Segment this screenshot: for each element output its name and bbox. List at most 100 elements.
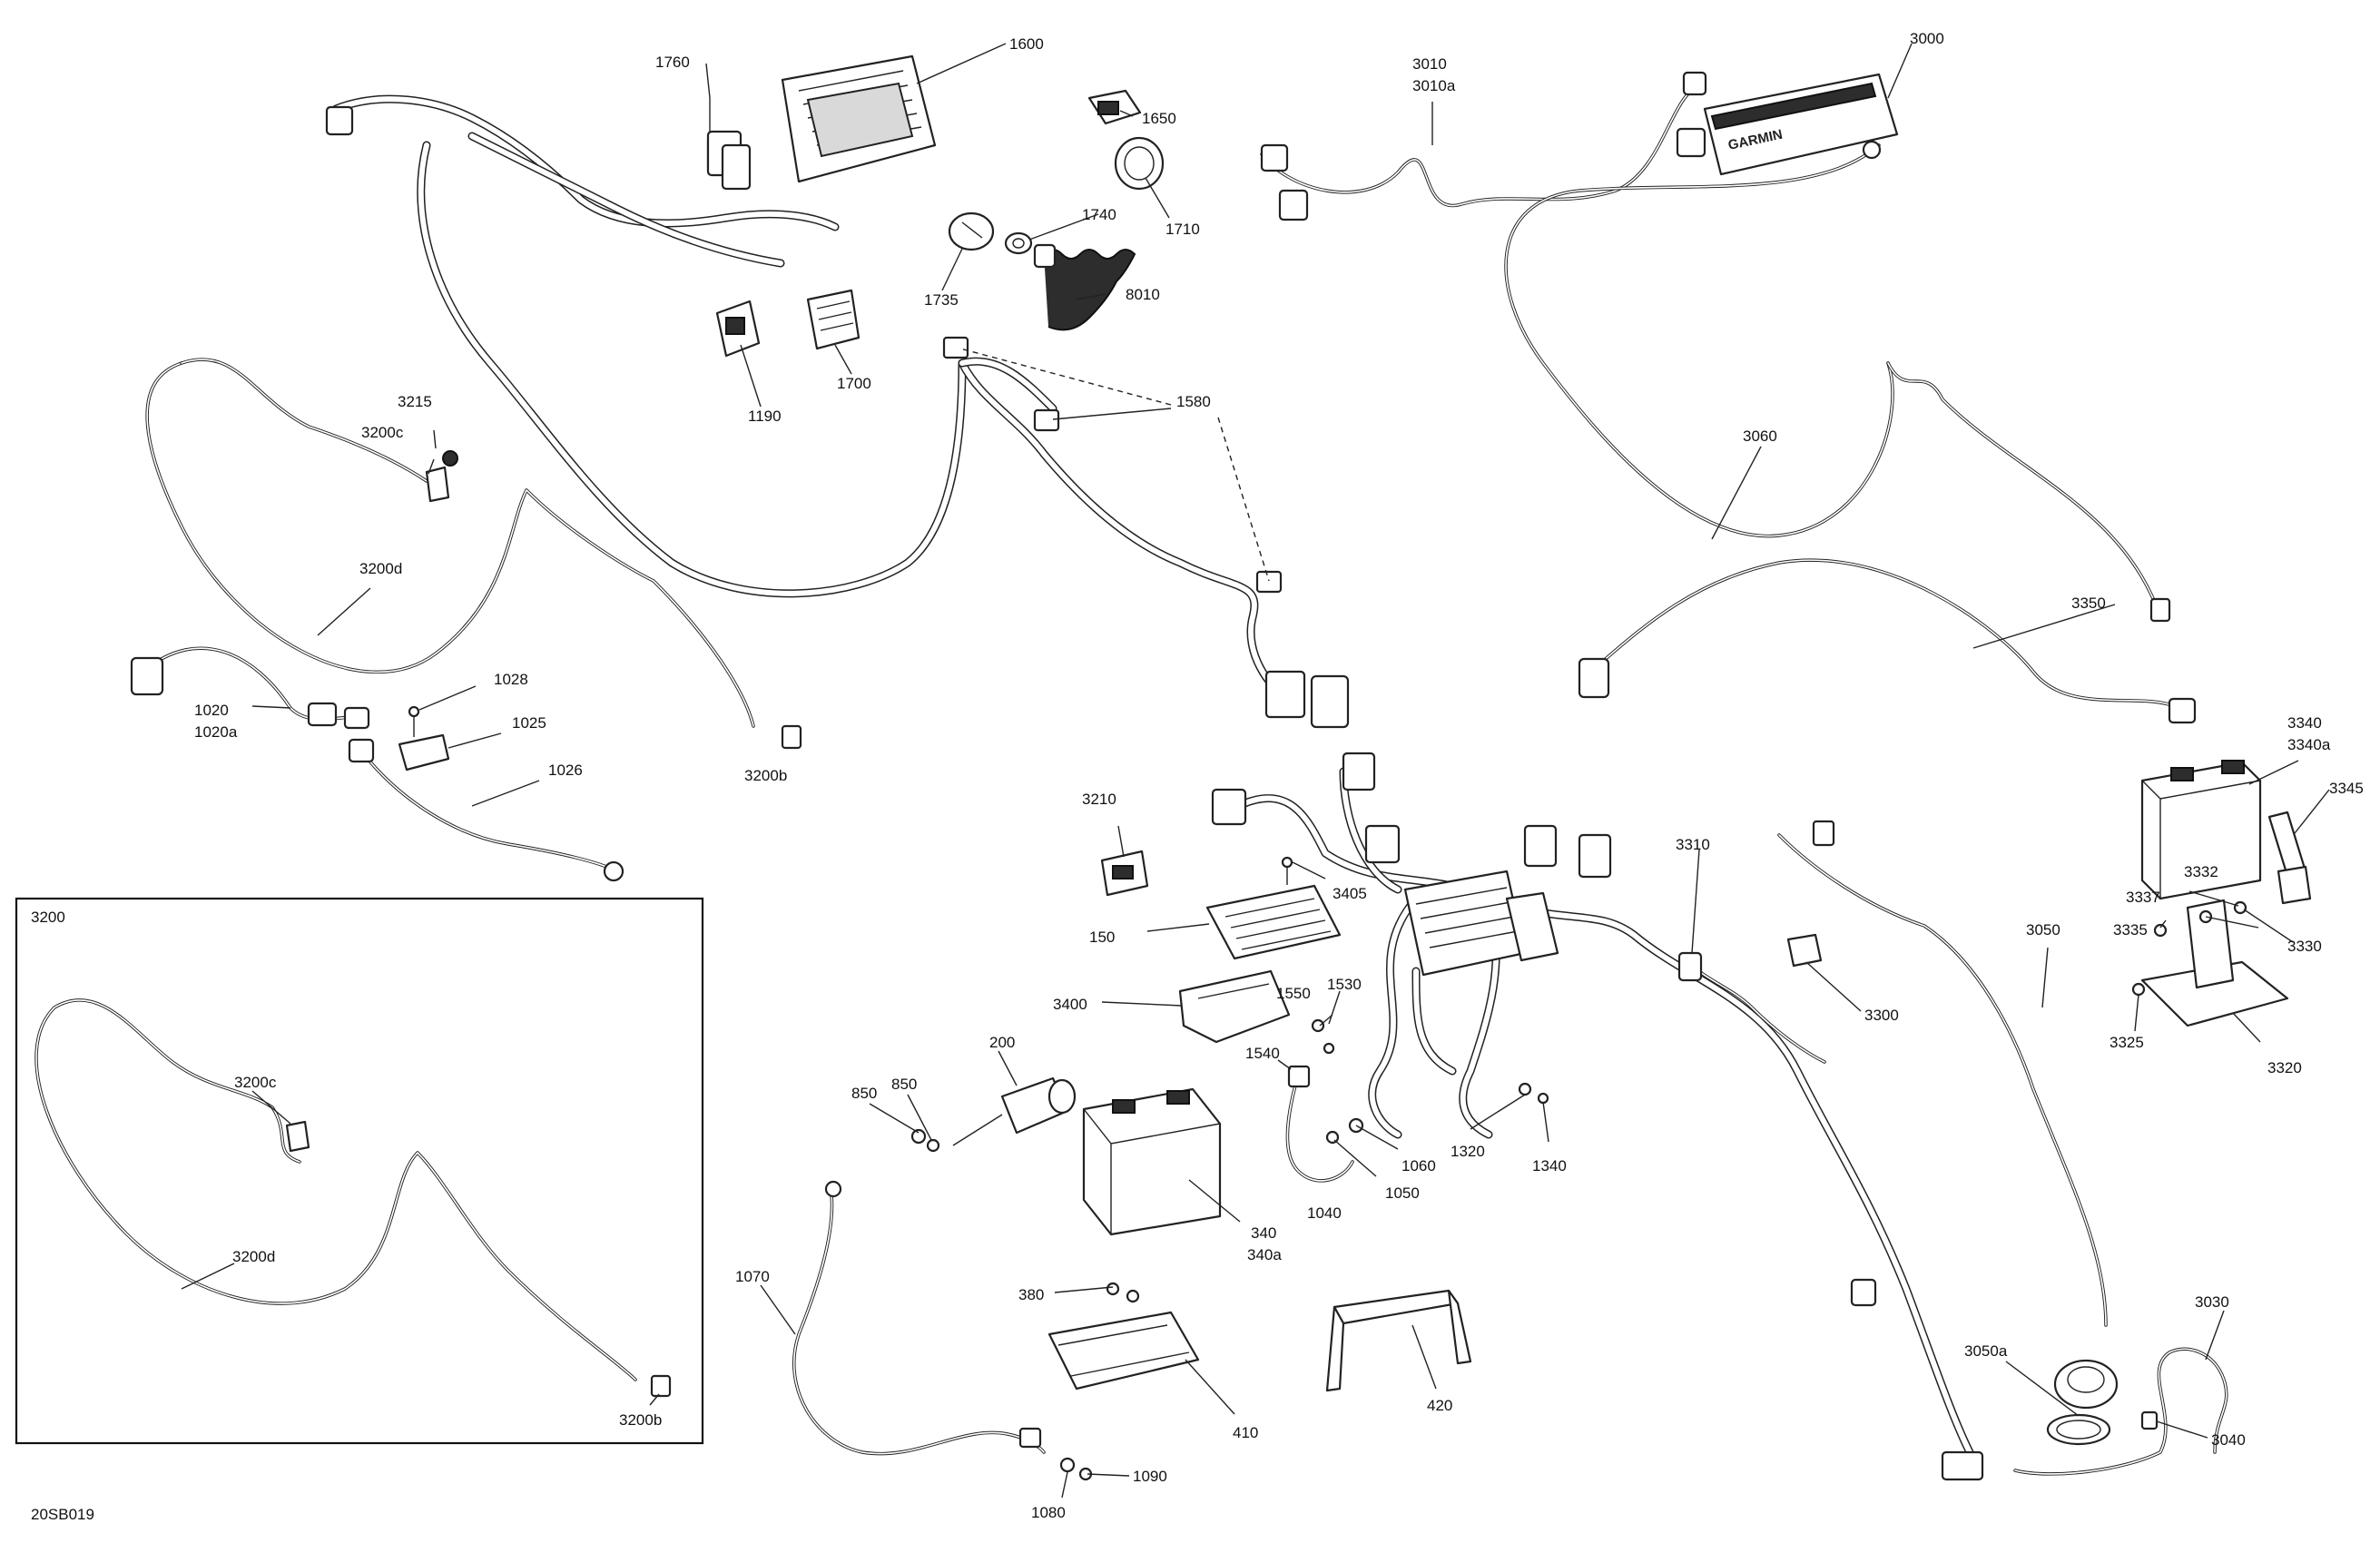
callout-3330: 3330 (2287, 938, 2322, 955)
callout-1710: 1710 (1165, 221, 1200, 238)
callout-1050: 1050 (1385, 1184, 1420, 1202)
callout-3350: 3350 (2071, 595, 2106, 612)
battery-3340 (2140, 760, 2262, 900)
callout-1700: 1700 (837, 375, 871, 392)
starter-solenoid-200 (952, 1076, 1077, 1146)
switch-1190 (715, 300, 761, 358)
callout-3215: 3215 (398, 393, 432, 410)
cable-3030 (2013, 1347, 2228, 1476)
callout-1028: 1028 (494, 671, 528, 688)
drawing-code: 20SB019 (31, 1506, 94, 1523)
relay-3300 (1786, 933, 1823, 968)
callout-3325: 3325 (2110, 1034, 2144, 1051)
callout-3340a: 3340a (2287, 736, 2331, 753)
callout-3200b: 3200b (744, 767, 787, 784)
fasteners-1530-1550 (1311, 1018, 1335, 1055)
connector-3210 (1100, 850, 1149, 897)
harness-1020 (130, 646, 370, 730)
callout-1760: 1760 (655, 54, 690, 71)
callout-3060: 3060 (1743, 428, 1777, 445)
callout-850-b: 850 (891, 1076, 917, 1093)
inset-title: 3200 (31, 909, 65, 926)
connector-1760 (709, 98, 752, 191)
callout-340a: 340a (1247, 1246, 1282, 1263)
callout-1740: 1740 (1082, 206, 1116, 223)
callout-3200d: 3200d (359, 560, 402, 577)
callout-420: 420 (1427, 1397, 1452, 1414)
callout-3010a: 3010a (1412, 77, 1456, 94)
callout-3310: 3310 (1676, 836, 1710, 853)
callout-1070: 1070 (735, 1268, 770, 1285)
gps-harness-3010 (1260, 71, 1707, 221)
harness-3310 (1677, 951, 1826, 1064)
callout-3010: 3010 (1412, 55, 1447, 73)
callout-1020: 1020 (194, 702, 229, 719)
inset-callout-3200c: 3200c (234, 1074, 277, 1091)
callout-150: 150 (1089, 929, 1115, 946)
upper-main-harness (325, 94, 1350, 729)
ground-cable-1040 (1285, 1065, 1364, 1183)
power-outlet-3050a (2046, 1359, 2119, 1446)
sensor-1025 (398, 705, 450, 772)
battery-strap-420 (1325, 1289, 1472, 1392)
callout-1340: 1340 (1532, 1157, 1567, 1174)
harness-3200 (145, 358, 802, 750)
callout-3340: 3340 (2287, 714, 2322, 732)
callout-1540: 1540 (1245, 1045, 1280, 1062)
callout-1080: 1080 (1031, 1504, 1066, 1521)
callout-labels: 1760 1600 1650 1740 1710 1735 8010 1190 … (31, 30, 2364, 1523)
nuts-850 (910, 1128, 940, 1153)
nut-1740 (1004, 231, 1033, 255)
callout-1650: 1650 (1142, 110, 1176, 127)
inset-3200 (15, 897, 704, 1445)
callout-3030: 3030 (2195, 1293, 2229, 1311)
callout-3300: 3300 (1864, 1007, 1899, 1024)
gps-unit-3000: GARMIN (1676, 73, 1899, 176)
relay-1700 (806, 289, 861, 350)
callout-1025: 1025 (512, 714, 546, 732)
callout-1550: 1550 (1276, 985, 1311, 1002)
bracket-3320 (2131, 899, 2289, 1027)
callout-200: 200 (989, 1034, 1015, 1051)
callout-1090: 1090 (1133, 1468, 1167, 1485)
callout-3210: 3210 (1082, 791, 1116, 808)
clip-3040 (2140, 1410, 2159, 1430)
callout-3050: 3050 (2026, 921, 2060, 939)
fasteners-1320-1340 (1518, 1082, 1549, 1105)
accessory-cable-3050 (1777, 820, 2108, 1327)
clips-1580 (942, 336, 1283, 594)
strap-3345 (2267, 811, 2312, 905)
battery-340 (1082, 1087, 1222, 1236)
battery-cable-1070 (792, 1180, 1046, 1456)
callout-3000: 3000 (1910, 30, 1944, 47)
callout-3400: 3400 (1053, 996, 1087, 1013)
callout-850-a: 850 (851, 1085, 877, 1102)
bracket-3400 (1178, 969, 1291, 1044)
leader-lines (181, 43, 2330, 1499)
callout-340: 340 (1251, 1224, 1276, 1242)
callout-1320: 1320 (1451, 1143, 1485, 1160)
callout-1600: 1600 (1009, 35, 1044, 53)
callout-1026: 1026 (548, 762, 583, 779)
battery-tray-410 (1047, 1282, 1200, 1391)
inset-callout-3200b: 3200b (619, 1411, 662, 1429)
callout-3200c: 3200c (361, 424, 404, 441)
callout-3345: 3345 (2329, 780, 2364, 797)
cable-1026 (348, 738, 625, 882)
ignition-1735 (948, 211, 995, 251)
callout-1060: 1060 (1401, 1157, 1436, 1174)
callout-3335: 3335 (2113, 921, 2148, 939)
callout-410: 410 (1233, 1424, 1258, 1441)
callout-1020a: 1020a (194, 723, 238, 741)
switch-1710 (1114, 136, 1165, 191)
callout-1580: 1580 (1176, 393, 1211, 410)
gps-cable-3060 (1504, 140, 2171, 623)
callout-3320: 3320 (2267, 1059, 2302, 1076)
callout-3332: 3332 (2184, 863, 2218, 880)
switch-1650 (1087, 89, 1142, 125)
voltage-regulator-150 (1205, 856, 1342, 960)
inset-callout-3200d: 3200d (232, 1248, 275, 1265)
nuts-1080-1090 (1059, 1457, 1093, 1481)
callout-1530: 1530 (1327, 976, 1362, 993)
